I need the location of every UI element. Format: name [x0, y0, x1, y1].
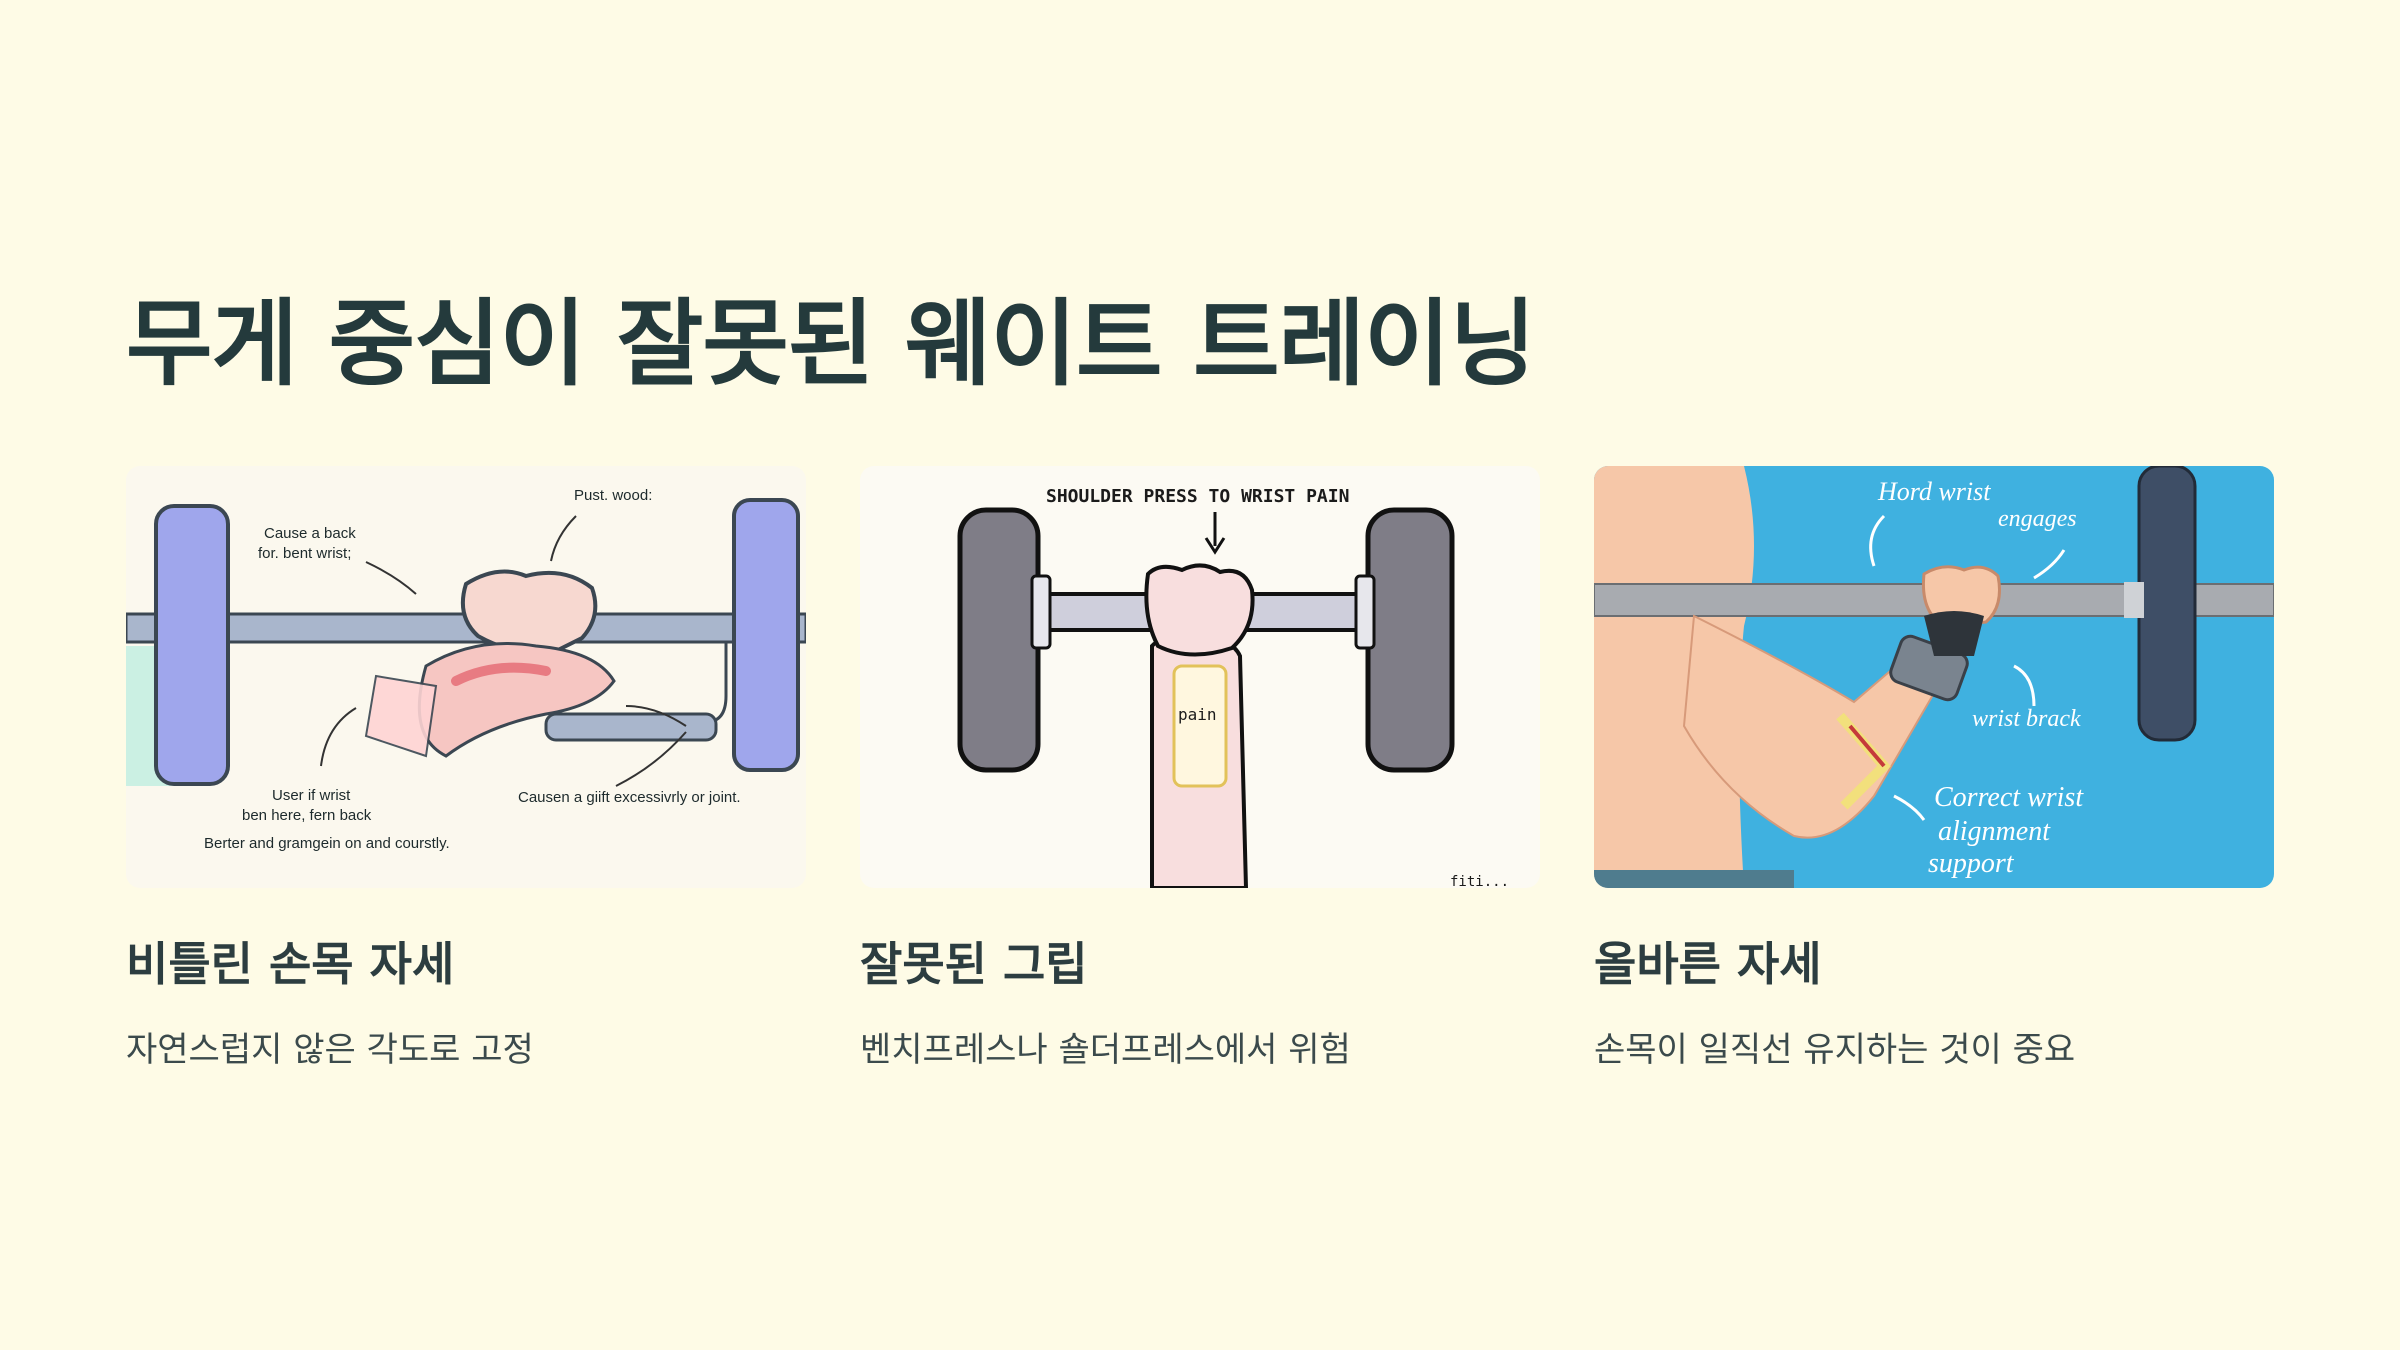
label-alignment: alignment: [1938, 816, 2051, 847]
correct-posture-illustration: Hord wrist engages wrist brack Correct w…: [1594, 466, 2274, 888]
label-hord-wrist: Hord wrist: [1877, 477, 1991, 506]
label-correct-wrist: Correct wrist: [1934, 782, 2084, 813]
label-pain: pain: [1178, 705, 1217, 724]
label-support: support: [1928, 848, 2015, 879]
label-berter: Berter and gramgein on and courstly.: [204, 835, 450, 852]
illustration-twisted-wrist: Pust. wood: Cause a back for. bent wrist…: [126, 466, 806, 888]
illustration-wrong-grip: SHOULDER PRESS TO WRIST PAIN pain fiti..…: [860, 466, 1540, 888]
illustration-correct-posture: Hord wrist engages wrist brack Correct w…: [1594, 466, 2274, 888]
card-heading: 비틀린 손목 자세: [126, 937, 455, 991]
card-wrong-grip: SHOULDER PRESS TO WRIST PAIN pain fiti..…: [860, 466, 1540, 1071]
label-causen: Causen a giift excessivrly or joint.: [518, 789, 741, 806]
label-user-wrist: User if wrist: [272, 787, 351, 804]
label-wrist-brack: wrist brack: [1972, 706, 2081, 732]
page-title: 무게 중심이 잘못된 웨이트 트레이닝: [126, 290, 1536, 399]
card-correct-posture: Hord wrist engages wrist brack Correct w…: [1594, 466, 2274, 1071]
wrong-grip-illustration: SHOULDER PRESS TO WRIST PAIN pain fiti..…: [860, 466, 1540, 888]
label-fern-back: ben here, fern back: [242, 807, 372, 824]
label-fiti: fiti...: [1450, 874, 1509, 888]
label-shoulder-press: SHOULDER PRESS TO WRIST PAIN: [1046, 486, 1349, 507]
label-pust-wood: Pust. wood:: [574, 487, 652, 504]
card-heading: 올바른 자세: [1594, 937, 1822, 991]
card-description: 자연스럽지 않은 각도로 고정: [126, 1030, 534, 1070]
label-bent-wrist: for. bent wrist;: [258, 545, 351, 562]
card-twisted-wrist: Pust. wood: Cause a back for. bent wrist…: [126, 466, 806, 1071]
card-description: 손목이 일직선 유지하는 것이 중요: [1594, 1030, 2076, 1070]
label-cause-back: Cause a back: [264, 525, 356, 542]
card-description: 벤치프레스나 숄더프레스에서 위험: [860, 1030, 1351, 1070]
card-heading: 잘못된 그립: [860, 937, 1088, 991]
twisted-wrist-illustration: Pust. wood: Cause a back for. bent wrist…: [126, 466, 806, 888]
label-engages: engages: [1998, 506, 2077, 532]
